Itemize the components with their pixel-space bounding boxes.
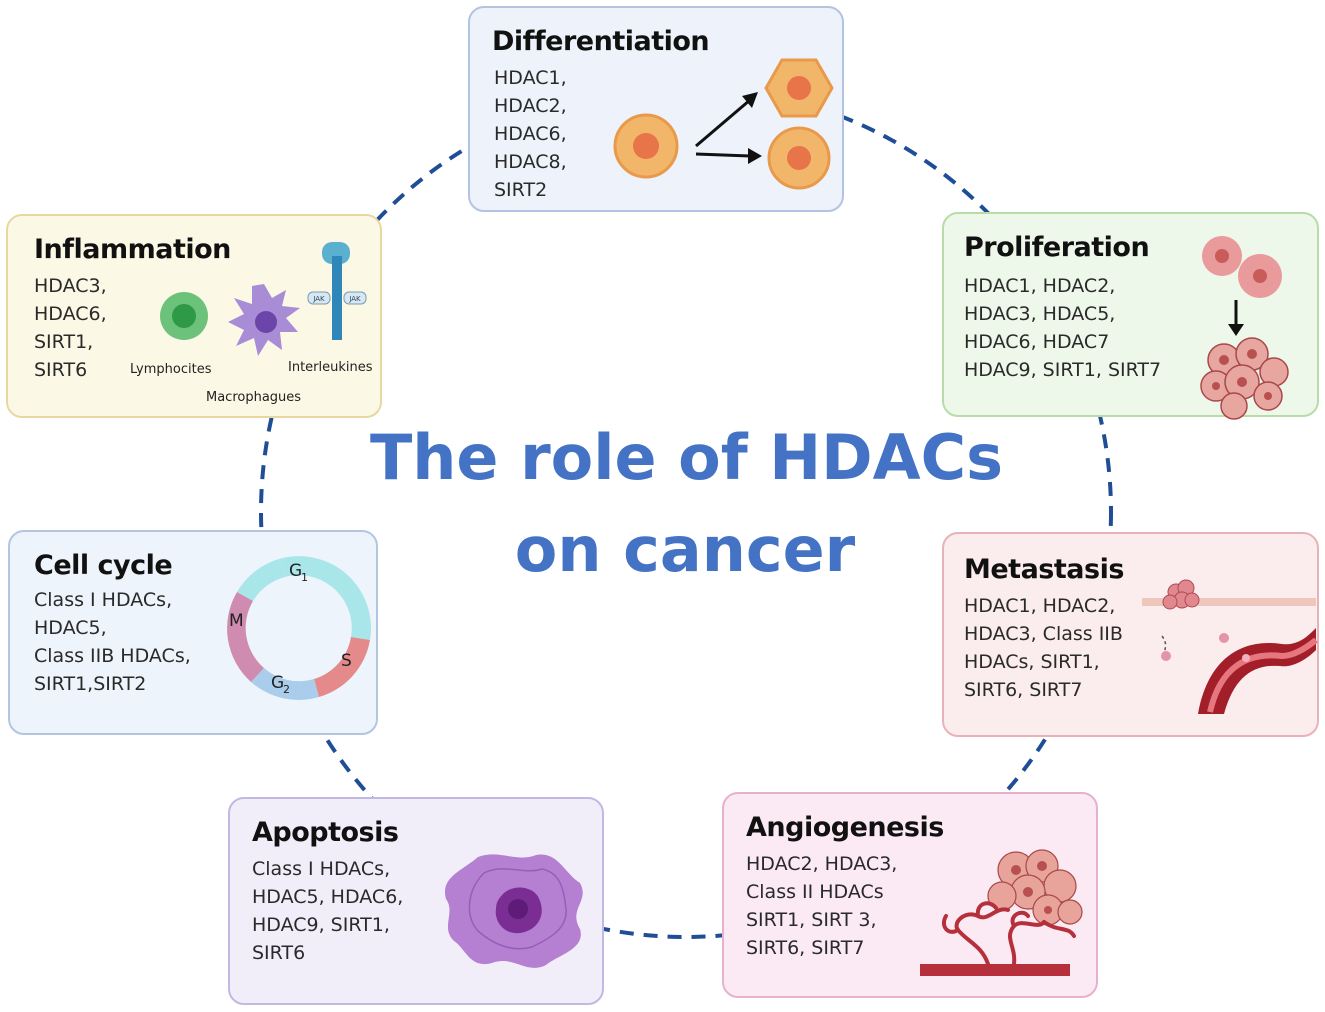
list-item: SIRT6, SIRT7 (964, 679, 1083, 701)
list-item: HDAC2, HDAC3, (746, 853, 898, 875)
differentiation-hdac-list: HDAC1, HDAC2, HDAC6, HDAC8, SIRT2 (494, 64, 567, 204)
cell-cycle-title: Cell cycle (34, 550, 173, 581)
title-line-2: on cancer (514, 513, 856, 586)
list-item: HDACs, SIRT1, (964, 651, 1100, 673)
list-item: HDAC3, HDAC5, (964, 303, 1116, 325)
list-item: HDAC6, (494, 123, 567, 145)
list-item: SIRT1,SIRT2 (34, 673, 147, 695)
list-item: SIRT1, SIRT 3, (746, 909, 877, 931)
angiogenesis-title: Angiogenesis (746, 812, 944, 843)
list-item: HDAC6, HDAC7 (964, 331, 1110, 353)
phase-m-label: M (229, 611, 244, 631)
list-item: Class IIB HDACs, (34, 645, 191, 667)
list-item: SIRT2 (494, 179, 548, 201)
interleukines-label: Interleukines (288, 360, 373, 375)
angiogenesis-hdac-list: HDAC2, HDAC3, Class II HDACs SIRT1, SIRT… (746, 850, 897, 962)
list-item: HDAC6, (34, 303, 107, 325)
proliferation-hdac-list: HDAC1, HDAC2, HDAC3, HDAC5, HDAC6, HDAC7… (964, 272, 1161, 384)
apoptosis-title: Apoptosis (252, 817, 399, 848)
list-item: HDAC5, HDAC6, (252, 886, 404, 908)
list-item: HDAC3, Class IIB (964, 623, 1123, 645)
metastasis-illustration (1142, 579, 1318, 714)
jak-label-right: JAK (348, 295, 361, 303)
list-item: SIRT1, (34, 331, 94, 353)
phase-g2-label: G (271, 673, 284, 693)
list-item: SIRT6 (252, 942, 306, 964)
apoptosis-box: Apoptosis Class I HDACs, HDAC5, HDAC6, H… (228, 797, 604, 1005)
inflammation-hdac-list: HDAC3, HDAC6, SIRT1, SIRT6 (34, 272, 107, 384)
jak-label-left: JAK (312, 295, 325, 303)
list-item: Class I HDACs, (34, 589, 173, 611)
list-item: HDAC1, HDAC2, (964, 275, 1116, 297)
phase-s-label: S (341, 651, 352, 671)
macrophages-label: Macrophagues (206, 390, 302, 405)
list-item: HDAC1, HDAC2, (964, 595, 1116, 617)
differentiation-title: Differentiation (492, 26, 710, 57)
list-item: HDAC3, (34, 275, 107, 297)
immune-cells-illustration: JAK JAK (160, 242, 367, 356)
metastasis-box: Metastasis HDAC1, HDAC2, HDAC3, Class II… (942, 532, 1319, 737)
tumor-vasculature-illustration (920, 849, 1083, 976)
proliferation-title: Proliferation (964, 232, 1150, 263)
lymphocytes-label: Lymphocites (130, 362, 212, 377)
list-item: SIRT6, SIRT7 (746, 937, 865, 959)
list-item: Class I HDACs, (252, 858, 391, 880)
inflammation-title: Inflammation (34, 234, 231, 265)
proliferation-box: Proliferation HDAC1, HDAC2, HDAC3, HDAC5… (942, 212, 1319, 420)
phase-g2-subscript: 2 (283, 683, 290, 696)
list-item: HDAC8, (494, 151, 567, 173)
cell-cycle-ring-illustration: G 1 S G 2 M (227, 556, 371, 700)
differentiation-box: Differentiation HDAC1, HDAC2, HDAC6, HDA… (468, 6, 844, 212)
list-item: HDAC5, (34, 617, 107, 639)
list-item: HDAC9, SIRT1, (252, 914, 390, 936)
title-line-1: The role of HDACs (370, 421, 1004, 494)
list-item: HDAC1, (494, 67, 567, 89)
list-item: Class II HDACs (746, 881, 884, 903)
phase-g1-label: G (289, 561, 302, 581)
metastasis-title: Metastasis (964, 554, 1124, 585)
cell-cycle-hdac-list: Class I HDACs, HDAC5, Class IIB HDACs, S… (34, 586, 191, 698)
metastasis-hdac-list: HDAC1, HDAC2, HDAC3, Class IIB HDACs, SI… (964, 592, 1123, 704)
inflammation-box: Inflammation HDAC3, HDAC6, SIRT1, SIRT6 … (6, 214, 382, 418)
apoptosis-hdac-list: Class I HDACs, HDAC5, HDAC6, HDAC9, SIRT… (252, 855, 403, 967)
list-item: HDAC2, (494, 95, 567, 117)
list-item: HDAC9, SIRT1, SIRT7 (964, 359, 1162, 381)
list-item: SIRT6 (34, 359, 88, 381)
diagram-title: The role of HDACs on cancer (370, 412, 1004, 596)
tumor-growth-illustration (1200, 236, 1289, 420)
cell-differentiation-illustration (613, 58, 834, 190)
cell-cycle-box: Cell cycle Class I HDACs, HDAC5, Class I… (8, 530, 378, 735)
apoptotic-cell-illustration (444, 854, 583, 968)
phase-g1-subscript: 1 (301, 571, 308, 584)
angiogenesis-box: Angiogenesis HDAC2, HDAC3, Class II HDAC… (722, 792, 1098, 998)
